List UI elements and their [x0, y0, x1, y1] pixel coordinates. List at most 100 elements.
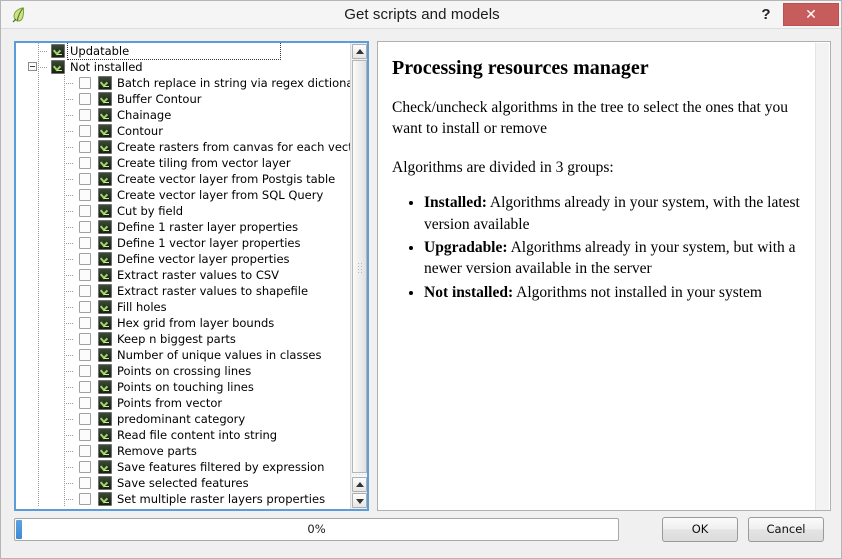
tree-item-row[interactable]: Keep n biggest parts	[16, 331, 352, 347]
tree-item-label: Extract raster values to CSV	[117, 268, 280, 282]
tree-item-checkbox[interactable]	[79, 93, 91, 105]
script-icon	[98, 124, 112, 138]
tree-item-checkbox[interactable]	[79, 173, 91, 185]
tree-item-checkbox[interactable]	[79, 109, 91, 121]
script-icon	[51, 60, 65, 74]
ok-button[interactable]: OK	[662, 517, 738, 542]
tree-item-checkbox[interactable]	[79, 333, 91, 345]
tree-item-row[interactable]: Fill holes	[16, 299, 352, 315]
tree-item-checkbox[interactable]	[79, 429, 91, 441]
description-scrollbar[interactable]	[815, 43, 829, 510]
tree-guide-line	[38, 91, 39, 107]
scrollbar-thumb[interactable]	[352, 60, 367, 473]
tree-item-checkbox[interactable]	[79, 349, 91, 361]
tree-item-checkbox[interactable]	[79, 461, 91, 473]
tree-item-checkbox[interactable]	[79, 205, 91, 217]
tree-item-checkbox[interactable]	[79, 77, 91, 89]
tree-guide-line	[38, 51, 48, 52]
tree-item-checkbox[interactable]	[79, 189, 91, 201]
tree-item-checkbox[interactable]	[79, 285, 91, 297]
tree-item-checkbox[interactable]	[79, 381, 91, 393]
tree-item-row[interactable]: Create vector layer from Postgis table	[16, 171, 352, 187]
tree-item-checkbox[interactable]	[79, 221, 91, 233]
tree-item-row[interactable]: Buffer Contour	[16, 91, 352, 107]
focus-indicator	[67, 43, 281, 60]
tree-item-checkbox[interactable]	[79, 125, 91, 137]
description-bullet-term: Installed:	[424, 194, 487, 212]
help-button[interactable]: ?	[761, 6, 771, 23]
tree-item-checkbox[interactable]	[79, 477, 91, 489]
tree-item-checkbox[interactable]	[79, 269, 91, 281]
tree-item-row[interactable]: Define 1 raster layer properties	[16, 219, 352, 235]
tree-item-row[interactable]: predominant category	[16, 411, 352, 427]
tree-item-checkbox[interactable]	[79, 317, 91, 329]
tree-guide-line	[38, 267, 39, 283]
tree-item-row[interactable]: Save selected features	[16, 475, 352, 491]
tree-item-checkbox[interactable]	[79, 237, 91, 249]
tree-item-label: Set multiple raster layers properties	[117, 492, 326, 506]
tree-item-checkbox[interactable]	[79, 413, 91, 425]
scroll-up-button-bottom[interactable]	[352, 477, 367, 492]
description-bullet-item: Installed: Algorithms already in your sy…	[424, 192, 816, 235]
tree-item-checkbox[interactable]	[79, 365, 91, 377]
tree-item-row[interactable]: Points on crossing lines	[16, 363, 352, 379]
script-icon	[98, 140, 112, 154]
tree-expander-toggle[interactable]	[28, 62, 37, 71]
close-button[interactable]: ✕	[783, 3, 839, 26]
tree-item-row[interactable]: Read file content into string	[16, 427, 352, 443]
tree-item-row[interactable]: Number of unique values in classes	[16, 347, 352, 363]
tree-item-label: Points on touching lines	[117, 380, 254, 394]
script-icon	[98, 396, 112, 410]
tree-item-label: Batch replace in string via regex dictio…	[117, 76, 352, 90]
tree-item-checkbox[interactable]	[79, 397, 91, 409]
tree-item-row[interactable]: Chainage	[16, 107, 352, 123]
tree-item-label: Cut by field	[117, 204, 184, 218]
tree-item-row[interactable]: Remove parts	[16, 443, 352, 459]
scroll-down-button[interactable]	[352, 493, 367, 508]
tree-guide-line	[64, 323, 74, 324]
description-bullet-text: Algorithms not installed in your system	[513, 283, 762, 301]
tree-item-checkbox[interactable]	[79, 157, 91, 169]
script-icon	[98, 348, 112, 362]
script-icon	[98, 284, 112, 298]
script-icon	[98, 332, 112, 346]
tree-item-checkbox[interactable]	[79, 253, 91, 265]
tree-item-row[interactable]: Cut by field	[16, 203, 352, 219]
tree-item-label: Define 1 vector layer properties	[117, 236, 301, 250]
tree-item-label: Create rasters from canvas for each vect…	[117, 140, 352, 154]
tree-item-row[interactable]: Extract raster values to shapefile	[16, 283, 352, 299]
tree-item-label: Create tiling from vector layer	[117, 156, 291, 170]
tree-group-row[interactable]: Not installed	[16, 59, 352, 75]
scrollbar-track-lower[interactable]	[352, 473, 367, 477]
tree-item-row[interactable]: Set multiple raster layers properties	[16, 491, 352, 507]
tree-item-checkbox[interactable]	[79, 445, 91, 457]
tree-item-row[interactable]: Define vector layer properties	[16, 251, 352, 267]
tree-item-label: Save selected features	[117, 476, 249, 490]
cancel-button[interactable]: Cancel	[748, 517, 824, 542]
tree-item-row[interactable]: Define 1 vector layer properties	[16, 235, 352, 251]
tree-item-row[interactable]: Create vector layer from SQL Query	[16, 187, 352, 203]
tree-guide-line	[38, 139, 39, 155]
tree-item-row[interactable]: Contour	[16, 123, 352, 139]
tree-item-row[interactable]: Save features filtered by expression	[16, 459, 352, 475]
tree-item-row[interactable]: Create rasters from canvas for each vect…	[16, 139, 352, 155]
title-bar: Get scripts and models ? ✕	[1, 1, 841, 29]
tree-item-checkbox[interactable]	[79, 301, 91, 313]
scroll-up-button-top[interactable]	[352, 44, 367, 59]
tree-item-checkbox[interactable]	[79, 141, 91, 153]
tree-item-label: Read file content into string	[117, 428, 278, 442]
tree-guide-line	[38, 75, 39, 91]
tree-item-row[interactable]: Batch replace in string via regex dictio…	[16, 75, 352, 91]
tree-guide-line	[38, 331, 39, 347]
tree-item-row[interactable]: Create tiling from vector layer	[16, 155, 352, 171]
tree-item-checkbox[interactable]	[79, 493, 91, 505]
scrollbar-grip-icon	[357, 261, 364, 273]
tree-item-row[interactable]: Points on touching lines	[16, 379, 352, 395]
tree-item-row[interactable]: Points from vector	[16, 395, 352, 411]
tree-item-row[interactable]: Extract raster values to CSV	[16, 267, 352, 283]
tree-group-row[interactable]: Updatable	[16, 43, 352, 60]
tree-scrollbar[interactable]	[350, 43, 367, 509]
tree-item-row[interactable]: Hex grid from layer bounds	[16, 315, 352, 331]
